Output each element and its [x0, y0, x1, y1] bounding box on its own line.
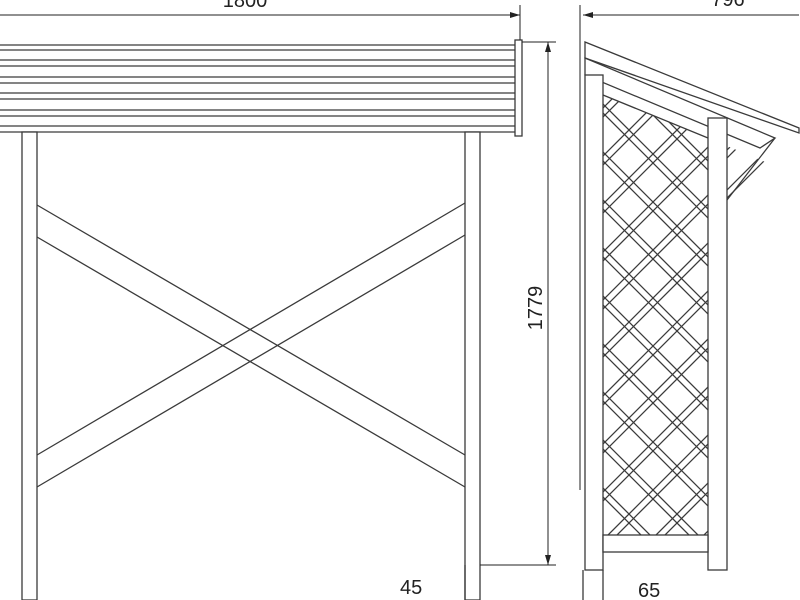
- lattice-strip: [603, 142, 708, 256]
- lattice-panel: [603, 95, 708, 535]
- roof-rafter: [584, 57, 777, 149]
- lattice-strip: [603, 253, 708, 367]
- post-front-label: 45: [400, 577, 422, 599]
- lattice-strip: [603, 334, 708, 448]
- lattice-strip: [603, 340, 708, 454]
- lattice-strip: [603, 391, 708, 505]
- lattice-strip: [603, 157, 708, 271]
- roof-slats: [0, 44, 515, 133]
- lattice-strip: [603, 205, 708, 319]
- left-post: [21, 131, 38, 600]
- width-dimension: 1800: [0, 0, 521, 40]
- lattice-strip: [603, 295, 708, 409]
- lattice-strip: [603, 436, 704, 535]
- front-view: [0, 39, 523, 600]
- bracket-strip: [727, 146, 775, 194]
- roof-side-top: [584, 41, 800, 134]
- bracket-strip: [759, 184, 775, 200]
- lattice-strip: [603, 493, 647, 535]
- cross-brace-1: [36, 204, 466, 488]
- right-post: [464, 131, 481, 600]
- post-side-label: 65: [638, 580, 660, 600]
- side-view: 796: [579, 0, 800, 600]
- lattice-strip: [627, 95, 708, 175]
- lattice-strip: [603, 301, 708, 415]
- height-label: 1779: [525, 286, 547, 331]
- lattice-strip: [603, 286, 708, 400]
- lattice-strip: [603, 151, 708, 265]
- lattice-strip: [603, 343, 708, 457]
- lattice-strip: [603, 148, 708, 262]
- lattice-strip: [603, 244, 708, 358]
- lattice-strip: [603, 397, 708, 511]
- lattice-strip: [650, 478, 708, 535]
- lattice-strip: [603, 109, 708, 223]
- lattice-strip: [603, 349, 708, 463]
- lattice-strip: [698, 526, 708, 535]
- lattice-strip: [603, 292, 708, 406]
- height-dimension: 1779: [480, 41, 556, 566]
- lattice-strip: [603, 100, 708, 214]
- lattice-strip: [603, 199, 708, 313]
- lattice-strip: [603, 190, 708, 304]
- roof-end-board: [514, 39, 523, 137]
- side-bottom-rail: [602, 534, 709, 553]
- lattice-strip: [603, 388, 708, 502]
- cross-brace-2: [36, 202, 466, 488]
- lattice-strip: [603, 196, 708, 310]
- lattice-strip: [611, 439, 708, 535]
- lattice-strip: [603, 247, 708, 361]
- side-rear-post: [707, 117, 728, 571]
- lattice-strip: [659, 487, 708, 535]
- lattice-strip: [603, 430, 708, 535]
- lattice-strip: [603, 484, 656, 535]
- depth-label: 796: [711, 0, 744, 11]
- bracket-strip: [751, 176, 775, 200]
- side-front-post: [584, 74, 604, 571]
- lattice-strip: [603, 445, 695, 535]
- lattice-strip: [603, 238, 708, 352]
- width-label: 1800: [223, 0, 268, 12]
- lattice-strip: [603, 382, 708, 496]
- roof-bracket: [727, 146, 775, 200]
